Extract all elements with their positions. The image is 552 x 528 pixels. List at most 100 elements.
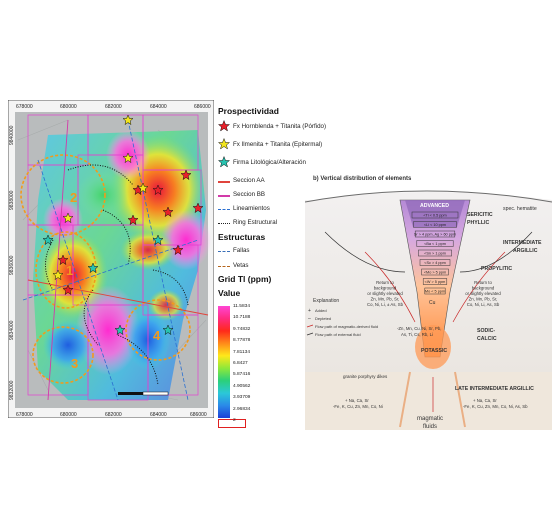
star-icon — [218, 138, 230, 150]
external-flow-icon — [306, 332, 314, 336]
zone-sodic: SODIC- — [477, 328, 495, 334]
diagram-title: b) Vertical distribution of elements — [313, 176, 412, 182]
threshold-bar — [422, 278, 448, 285]
threshold-label: Sr > 4 ppm, Ag > 60 ppm — [414, 233, 456, 237]
map-star-icon — [114, 324, 126, 336]
legend-item-lineamientos: Lineamientos — [233, 205, 270, 212]
left-tick-4: 9832000 — [9, 380, 15, 400]
return-note-line: Co, Ni, Li, ± As, Sb — [367, 302, 404, 307]
zone-potassic: POTASSIC — [421, 348, 447, 354]
zone-number-3: 3 — [71, 356, 78, 371]
magmatic-line-0: magmatic — [417, 416, 443, 422]
legend-item-fallas: Fallas — [233, 247, 250, 254]
star-icon — [218, 156, 230, 168]
bottom-left-line-0: + Na, Ca, Sr — [345, 398, 369, 403]
zone-intermediate: INTERMEDIATE — [503, 240, 542, 246]
scale-value-label: 11.5834 — [233, 304, 250, 309]
map-star-icon — [122, 152, 134, 164]
zone-number-4: 4 — [153, 328, 161, 343]
return-note-line: or slightly elevated — [465, 291, 501, 296]
bottom-left-line-1: -Fe, K, Cu, Zn, Mn, Co, Ni — [333, 404, 383, 409]
map-star-icon — [127, 214, 139, 226]
map-star-icon — [42, 234, 54, 246]
return-note-line: background — [374, 286, 397, 291]
zone-spec-hematite: spec. hematite — [503, 206, 537, 212]
scale-value-label: 7.81134 — [233, 349, 250, 355]
top-tick-0: 678000 — [16, 104, 33, 110]
threshold-bar — [413, 221, 457, 228]
explanation-box: Explanation + Added – Depleted Flow path… — [306, 298, 378, 337]
threshold-bar — [424, 287, 446, 295]
return-note-line: or slightly elevated — [367, 291, 403, 296]
bottom-right-line-0: + Na, Ca, Sr — [473, 398, 497, 403]
threshold-label: Mo < 5 ppm — [425, 290, 445, 294]
return-note-line: background — [472, 286, 495, 291]
granite-dikes-label: granite porphyry dikes — [343, 374, 388, 379]
top-tick-3: 684000 — [150, 104, 167, 110]
threshold-bar — [418, 249, 452, 257]
zone-calcic: CALCIC — [477, 336, 497, 342]
geochemistry-map: 2 1 3 4 678000 680000 682000 684000 6860… — [8, 100, 214, 418]
min-value-box — [218, 419, 246, 428]
return-note-line: Zn, Mn, Pb, Sr, — [371, 297, 400, 302]
threshold-bar — [416, 240, 454, 247]
map-star-icon — [152, 234, 164, 246]
map-star-icon — [87, 262, 99, 274]
bottom-tick-2: 682000 — [105, 412, 122, 418]
bottom-tick-4: 686000 — [190, 412, 207, 418]
scale-value-label: 8.77878 — [233, 338, 251, 344]
map-star-icon — [52, 269, 64, 281]
left-tick-1: 9838000 — [9, 190, 15, 210]
map-star-icon — [62, 212, 74, 224]
scale-value-label: 10.7188 — [233, 315, 251, 321]
explanation-added: Added — [315, 308, 327, 313]
bottom-right-line-1: -Fe, K, Cu, Zn, Mn, Co, Ni, As, Sb — [463, 404, 528, 409]
zone-propylitic: PROPYLITIC — [481, 266, 512, 272]
return-note-line: Co, Ni, Li, As, Sb — [467, 302, 500, 307]
legend-item-ilmenita: Fx Ilmenita + Titanita (Epitermal) — [233, 141, 323, 148]
top-tick-4: 686000 — [194, 104, 211, 110]
fault-swatch — [218, 251, 230, 252]
scale-value-label: 3.93709 — [233, 395, 251, 401]
lineament-swatch — [218, 209, 230, 210]
map-star-icon — [137, 182, 149, 194]
threshold-label: <Ba < 1 ppm — [424, 242, 446, 246]
threshold-bar — [414, 230, 456, 238]
legend-title-grid: Grid Tl (ppm) — [218, 274, 272, 284]
map-star-icon — [192, 202, 204, 214]
core-cu: Cu — [429, 300, 436, 306]
threshold-bar — [419, 259, 451, 266]
top-tick-1: 680000 — [60, 104, 77, 110]
zone-late-intermediate-argillic: LATE INTERMEDIATE ARGILLIC — [455, 386, 534, 392]
zone-sericitic: SERICITIC — [467, 212, 493, 218]
legend-item-vetas: Vetas — [233, 262, 249, 269]
return-note-line: Return to — [376, 280, 394, 285]
legend-title-prospectividad: Prospectividad — [218, 106, 279, 116]
left-tick-2: 9836000 — [9, 255, 15, 275]
scale-value-label: 6.8427 — [233, 361, 248, 366]
zone-advanced: ADVANCED — [420, 203, 449, 209]
ring-structural-swatch — [218, 223, 230, 224]
legend-title-estructuras: Estructuras — [218, 232, 266, 242]
scale-value-label: 9.74832 — [233, 326, 251, 332]
scale-value-label: 5.87416 — [233, 372, 251, 378]
threshold-label: <Sn > 1 ppm — [424, 252, 446, 256]
legend-value-label: Value — [218, 288, 241, 298]
scale-value-label: 2.96834 — [233, 406, 251, 412]
legend-item-seccion-bb: Seccion BB — [233, 191, 265, 198]
threshold-label: <Li < 10 ppm — [424, 223, 446, 227]
explanation-depleted: Depleted — [315, 316, 331, 321]
return-note-line: Return to — [474, 280, 492, 285]
threshold-label: <Mo > 5 ppm — [424, 271, 446, 275]
legend-item-hornblenda: Fx Hornblenda + Titanita (Pórfido) — [233, 123, 327, 130]
threshold-label: <W > 5 ppm — [425, 280, 446, 284]
zone-number-1: 1 — [66, 263, 73, 278]
depletion-line-1: As, Ti, Cs, Rb, Li — [401, 332, 433, 337]
explanation-external-flow: Flow path of external fluid — [315, 332, 361, 337]
explanation-magmatic-flow: Flow path of magmatic-derived fluid — [315, 324, 378, 329]
section-bb-swatch — [218, 195, 230, 197]
vein-swatch — [218, 266, 230, 267]
map-legend: Prospectividad Fx Hornblenda + Titanita … — [218, 100, 326, 430]
top-tick-2: 682000 — [105, 104, 122, 110]
scale-value-label: 4.90562 — [233, 383, 251, 389]
